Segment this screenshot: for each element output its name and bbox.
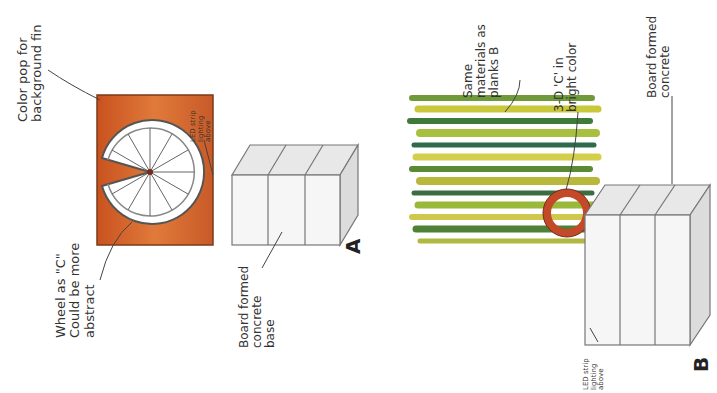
concept-letter: A <box>342 230 364 254</box>
callout-note: LED strip lighting above <box>583 344 606 390</box>
planks <box>410 98 598 241</box>
callout-note: 3-D 'C' in bright color <box>553 20 579 112</box>
callout-note: Board formed concrete base <box>238 264 278 348</box>
callout-note: Wheel as "C" Could be more abstract <box>54 238 97 338</box>
callout-note: Color pop for background fin <box>16 14 45 122</box>
concrete-console <box>585 185 710 345</box>
callout-note: LED strip lighting above <box>190 96 213 142</box>
c-ring <box>547 193 587 233</box>
wheel-c <box>102 120 204 224</box>
background-fin <box>97 95 213 245</box>
concrete-base <box>232 145 358 245</box>
concept-letter: B <box>690 348 712 372</box>
callout-note: Board formed concrete <box>646 14 672 98</box>
c-ring-outline <box>543 189 591 237</box>
callout-note: Same materials as planks B <box>462 10 502 98</box>
